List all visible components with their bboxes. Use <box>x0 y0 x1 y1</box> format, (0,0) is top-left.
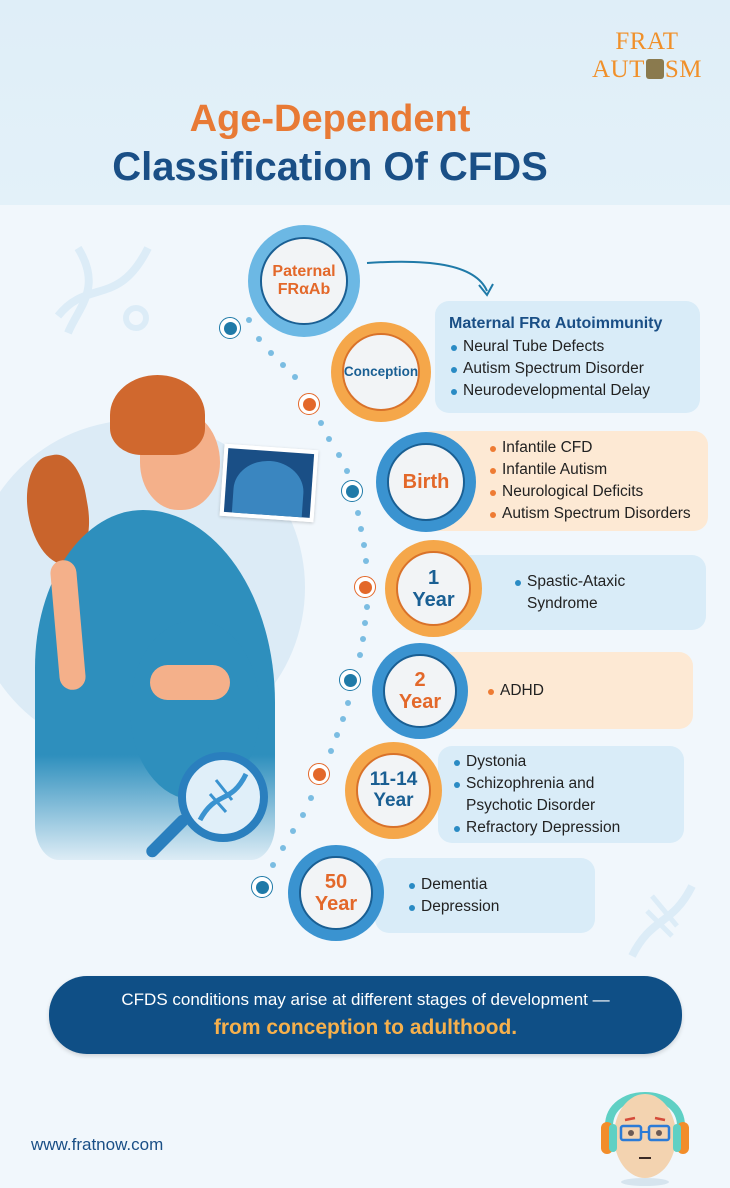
list-item: Spastic-Ataxic Syndrome <box>513 571 692 615</box>
list-item: Autism Spectrum Disorders <box>488 503 694 525</box>
puzzle-piece-icon <box>645 59 664 79</box>
list-item: Autism Spectrum Disorder <box>449 358 686 380</box>
magnifier-dna-icon <box>178 752 268 842</box>
title-line2: Classification Of CFDS <box>112 145 548 189</box>
list-item: Schizophrenia and Psychotic Disorder <box>452 773 627 817</box>
timeline-node <box>251 876 273 898</box>
list-item: Infantile CFD <box>488 437 694 459</box>
website-link[interactable]: www.fratnow.com <box>31 1135 164 1154</box>
dna-icon <box>54 245 152 335</box>
card-2-year: ADHD <box>430 652 693 729</box>
list-item: Dementia <box>407 874 581 896</box>
logo-line1: FRAT <box>615 28 679 55</box>
arrow-icon <box>366 260 494 297</box>
list-item: Infantile Autism <box>488 459 694 481</box>
list-item: Dystonia <box>452 751 670 773</box>
list-item: ADHD <box>486 680 679 702</box>
card-conception: Maternal FRα Autoimmunity Neural Tube De… <box>435 301 700 413</box>
timeline-node <box>339 669 361 691</box>
header-band <box>0 0 730 205</box>
list-item: Neurological Deficits <box>488 481 694 503</box>
title-line1: Age-Dependent <box>189 98 471 140</box>
card-heading: Maternal FRα Autoimmunity <box>449 314 663 332</box>
list-item: Neural Tube Defects <box>449 336 686 358</box>
timeline-node <box>354 576 376 598</box>
stage-birth[interactable]: Birth <box>376 432 476 532</box>
timeline-node <box>219 317 241 339</box>
list-item: Refractory Depression <box>452 817 670 839</box>
timeline-node <box>341 480 363 502</box>
card-11-14-year: Dystonia Schizophrenia and Psychotic Dis… <box>438 746 684 843</box>
banner-line1: CFDS conditions may arise at different s… <box>121 990 610 1009</box>
banner-line2: from conception to adulthood. <box>213 1016 518 1039</box>
ultrasound-photo-icon <box>219 443 319 523</box>
card-50-year: Dementia Depression <box>375 858 595 933</box>
list-item: Neurodevelopmental Delay <box>449 380 686 402</box>
dna-icon <box>628 884 696 958</box>
stage-conception[interactable]: Conception <box>331 322 431 422</box>
timeline-node <box>298 393 320 415</box>
mascot-headphones-icon <box>601 1092 689 1186</box>
list-item: Depression <box>407 896 581 918</box>
summary-banner: CFDS conditions may arise at different s… <box>49 976 682 1054</box>
timeline-node <box>308 763 330 785</box>
